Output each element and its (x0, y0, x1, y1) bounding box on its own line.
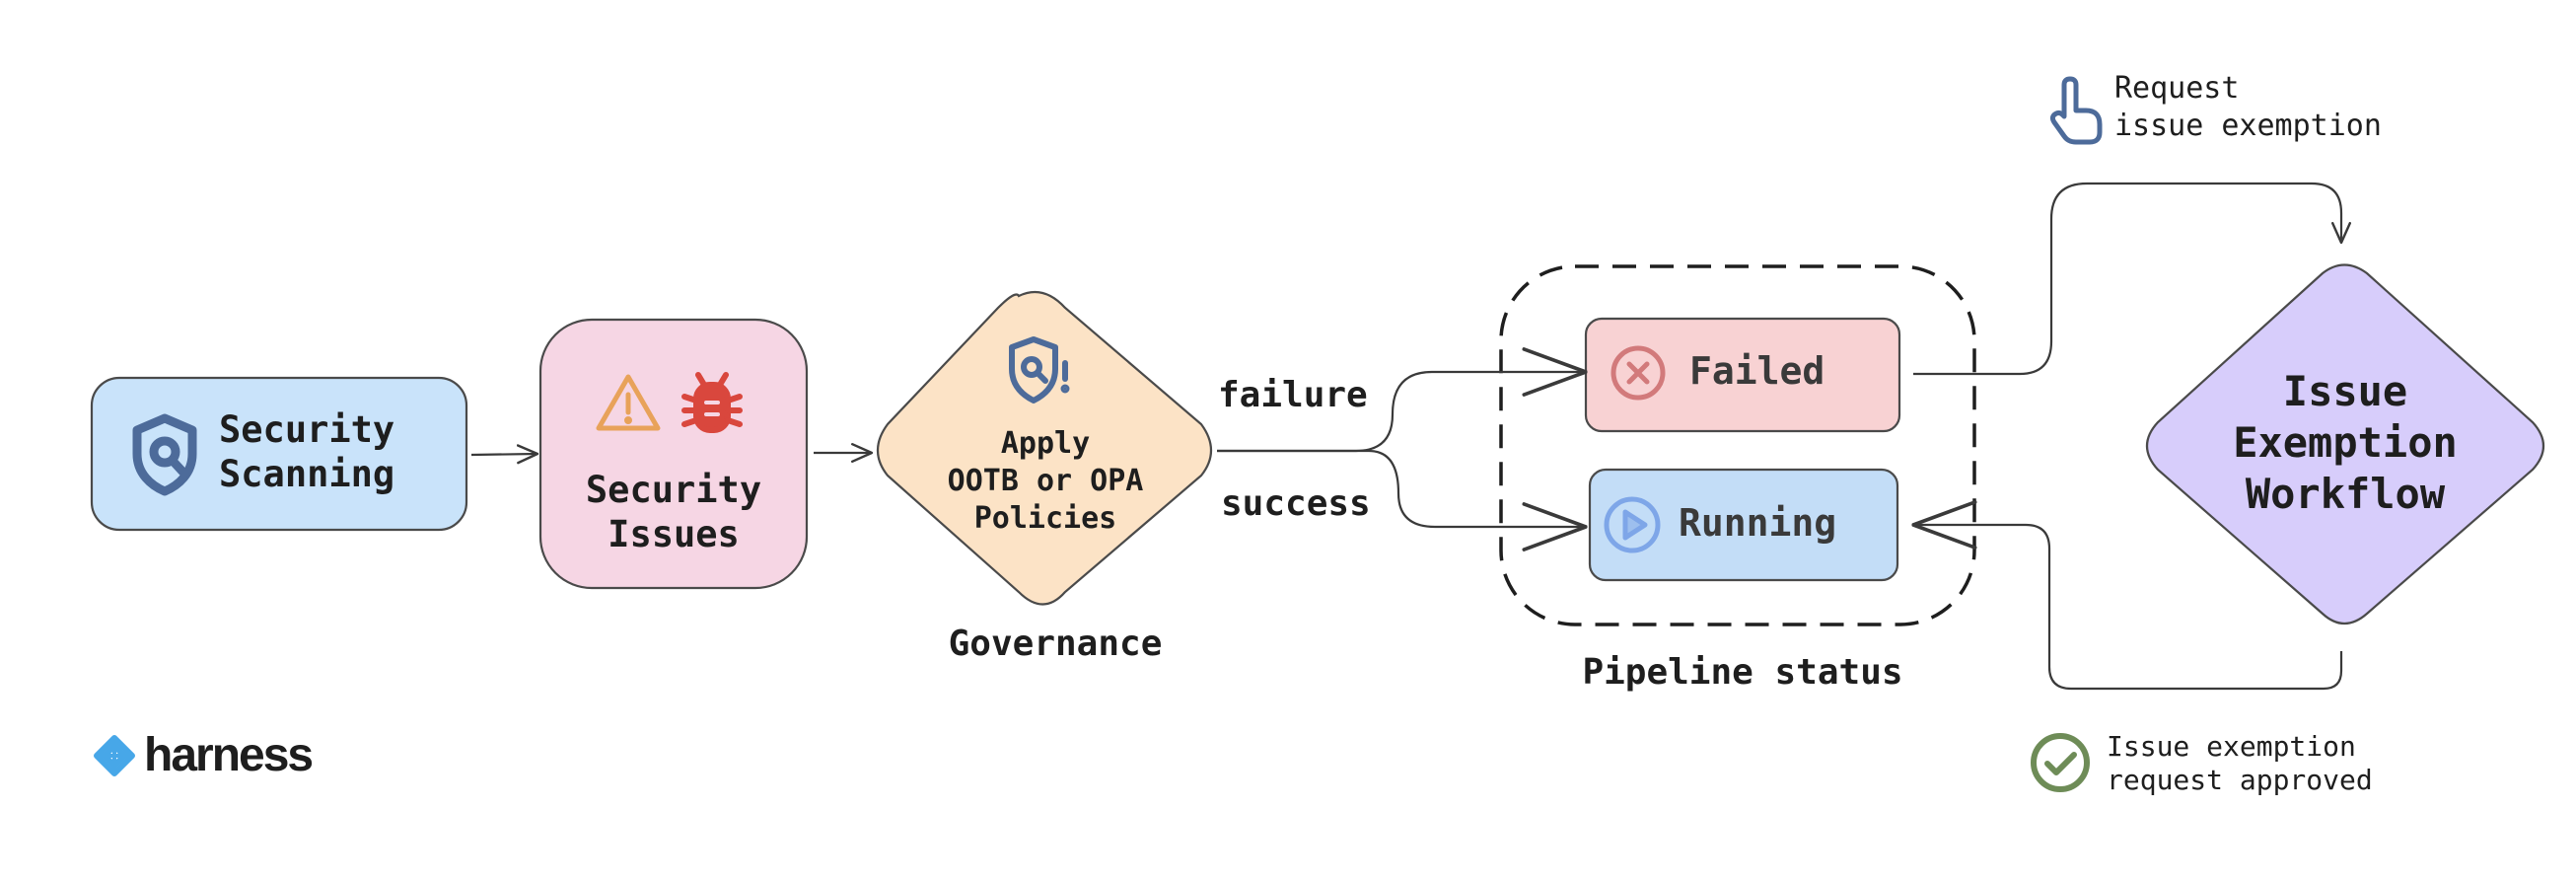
security-issues-node (538, 318, 809, 590)
security-scanning-node (90, 376, 468, 532)
security-scanning-label-1: Security (219, 408, 395, 451)
check-circle-icon (2031, 733, 2090, 792)
issue-exemption-label-2: Exemption (2233, 418, 2458, 467)
arrow-failed-to-exemption (1913, 182, 2341, 376)
security-issues-label-1: Security (585, 469, 762, 511)
running-status-node (1588, 468, 1899, 582)
governance-policy-node (876, 290, 1213, 606)
failure-edge-label: failure (1218, 375, 1368, 415)
governance-label-3: Policies (973, 501, 1117, 536)
issue-exemption-label-3: Workflow (2245, 470, 2446, 518)
running-status-label: Running (1679, 501, 1837, 545)
shield-search-icon (132, 413, 197, 496)
exemption-approved-line-1: Issue exemption (2107, 730, 2356, 763)
arrow-failure (1217, 372, 1586, 453)
request-exemption-line-1: Request (2114, 71, 2240, 106)
bug-icon (681, 372, 743, 433)
arrow-exemption-to-running (1913, 525, 2343, 691)
hand-pointer-icon (2049, 76, 2103, 145)
request-exemption-line-2: issue exemption (2114, 109, 2382, 143)
harness-logo-icon (94, 735, 135, 776)
failed-status-label: Failed (1689, 349, 1825, 393)
issue-exemption-workflow-node (2145, 263, 2545, 625)
exemption-approved-line-2: request approved (2107, 764, 2373, 796)
arrow-scanning-to-issues (470, 454, 537, 455)
security-issues-label-2: Issues (608, 513, 740, 555)
pipeline-status-caption: Pipeline status (1582, 652, 1903, 693)
play-circle-icon (1604, 496, 1661, 553)
governance-caption: Governance (948, 624, 1163, 664)
arrow-success (1217, 449, 1586, 527)
governance-label-2: OOTB or OPA (947, 464, 1144, 498)
harness-logo-text: harness (144, 729, 314, 781)
shield-alert-icon (1009, 336, 1070, 404)
x-circle-icon (1610, 345, 1666, 401)
warning-icon (596, 374, 661, 431)
issue-exemption-label-1: Issue (2282, 367, 2408, 415)
security-scanning-label-2: Scanning (219, 453, 395, 495)
success-edge-label: success (1221, 483, 1371, 524)
governance-label-1: Apply (1000, 426, 1091, 461)
pipeline-status-group (1499, 264, 1976, 626)
